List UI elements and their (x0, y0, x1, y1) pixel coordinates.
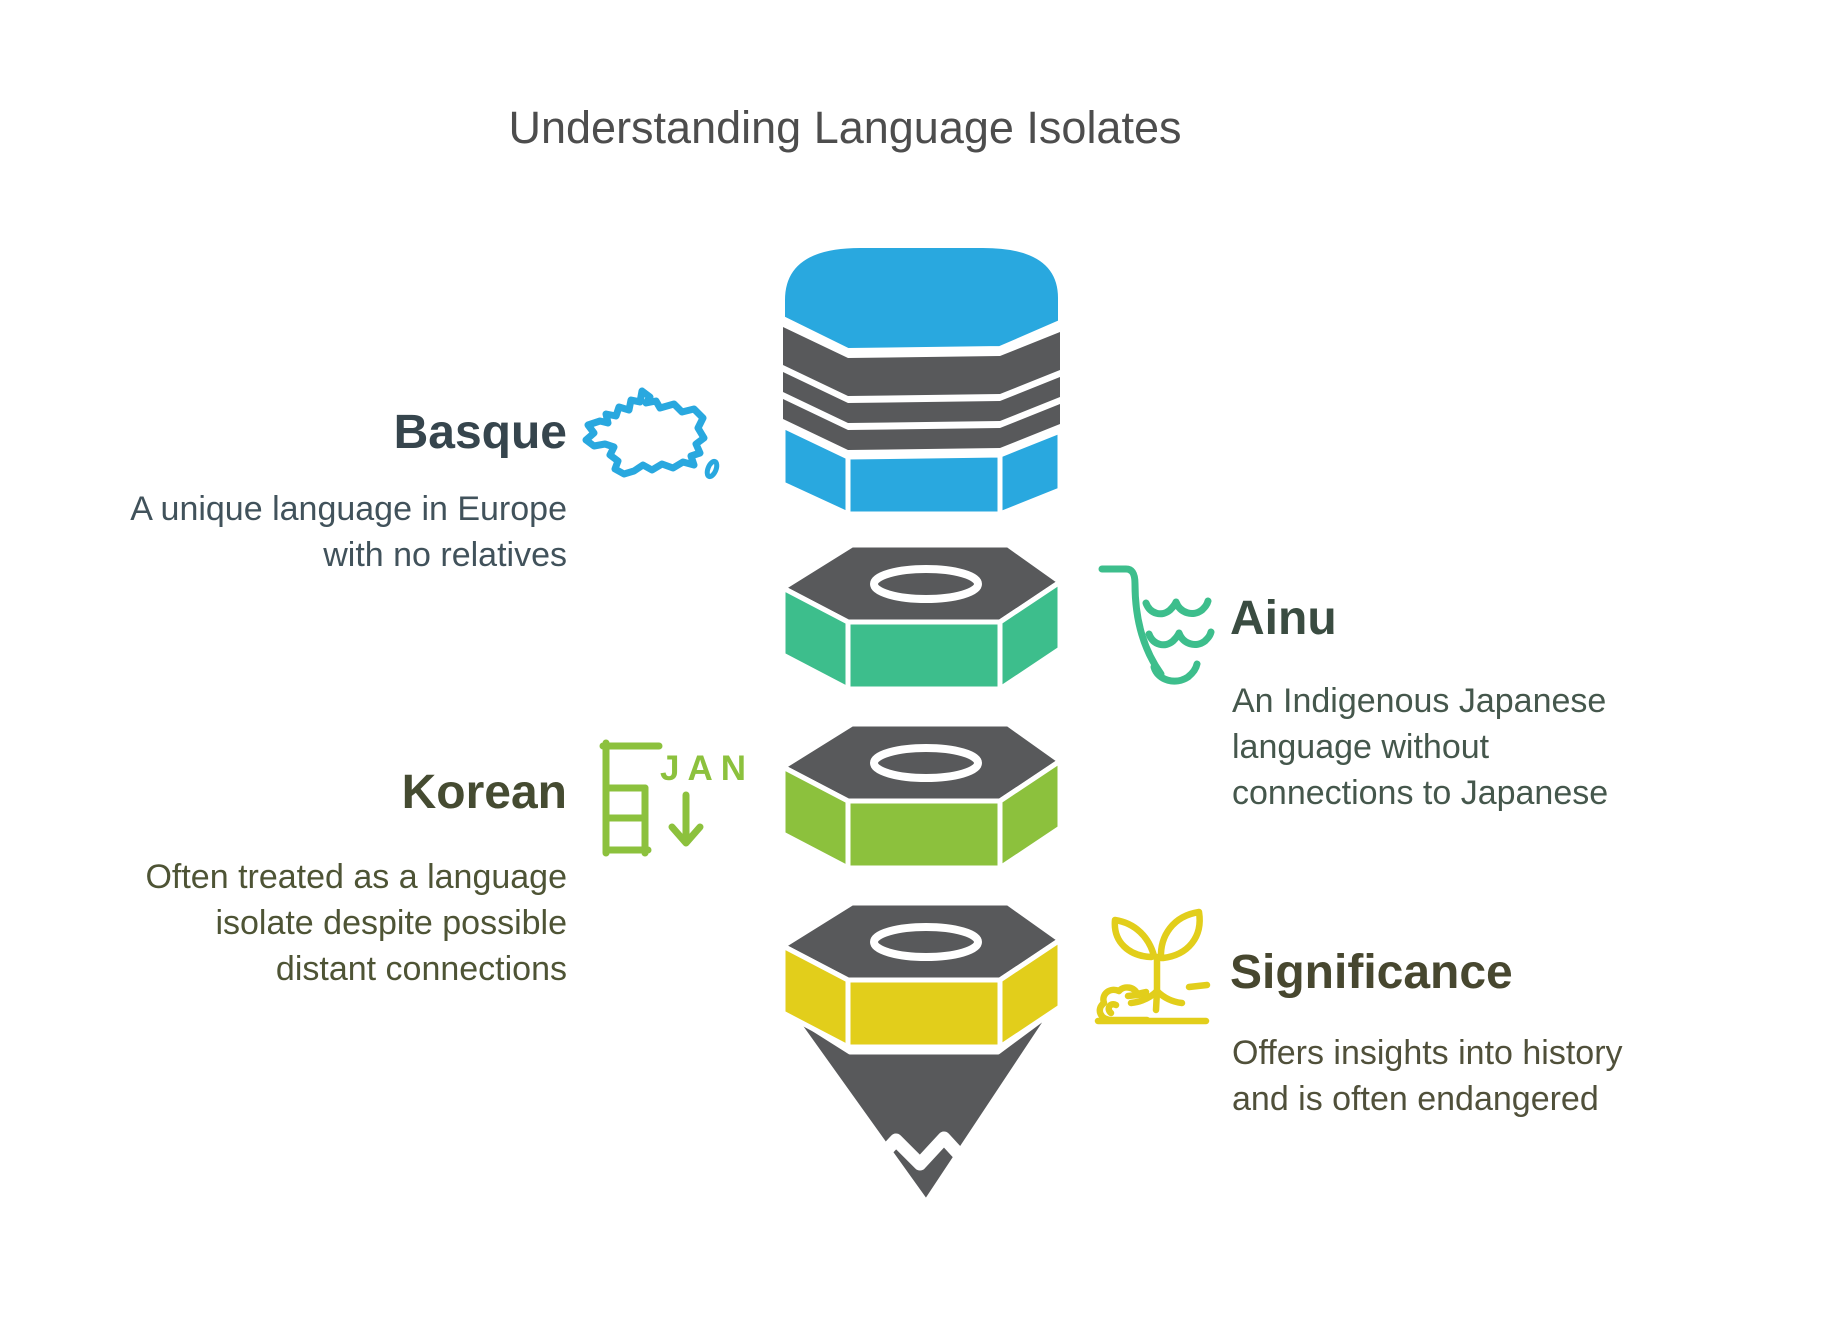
soil-dash (1185, 981, 1211, 991)
description-line: language without (1232, 728, 1490, 766)
segment-right-face (997, 758, 1063, 871)
significance-description: Offers insights into history and is ofte… (1232, 1030, 1623, 1122)
page-title: Understanding Language Isolates (508, 102, 1182, 153)
sprout-root (1153, 987, 1186, 1007)
korean-heading: Korean (401, 766, 567, 819)
ainu-description: An Indigenous Japanese language without … (1232, 678, 1608, 816)
calendar-jan-icon: JAN (599, 739, 754, 857)
funnel-segment-korean (780, 721, 1063, 871)
france-map-icon (582, 387, 720, 480)
basque-heading: Basque (393, 406, 567, 459)
soil-clump-outline (1096, 984, 1151, 1024)
korean-description: Often treated as a language isolate desp… (145, 854, 567, 992)
description-line: Offers insights into history (1232, 1034, 1623, 1072)
france-outline (582, 387, 708, 478)
pencil-tip-zigzag (865, 1131, 973, 1173)
description-line: connections to Japanese (1232, 774, 1609, 812)
down-arrow-head (668, 823, 704, 847)
description-line: distant connections (275, 950, 567, 988)
basque-description: A unique language in Europe with no rela… (130, 486, 567, 578)
description-line: An Indigenous Japanese (1232, 682, 1607, 720)
segment-hole-ellipse (870, 565, 982, 603)
sprout-root (1152, 987, 1161, 1014)
sprout-right-leaf (1157, 908, 1203, 962)
calendar-month-label: JAN (660, 749, 754, 788)
pencil-ferrule-band (783, 327, 1060, 396)
segment-right-face (997, 428, 1063, 517)
coast-waves-icon (1098, 565, 1215, 685)
coastline-curve (1098, 565, 1165, 678)
description-line: A unique language in Europe (130, 490, 567, 528)
significance-heading: Significance (1230, 946, 1513, 999)
segment-front-face (845, 619, 1003, 692)
corsica-dot (704, 458, 720, 480)
description-line: and is often endangered (1232, 1080, 1599, 1118)
description-line: Often treated as a language (145, 858, 567, 896)
sprout-left-leaf (1111, 916, 1158, 961)
description-line: isolate despite possible (215, 904, 567, 942)
ainu-heading: Ainu (1230, 592, 1337, 645)
segment-hole-ellipse (870, 923, 982, 961)
sprout-soil-icon (1094, 908, 1211, 1025)
segment-front-face (845, 977, 1003, 1050)
pencil-ferrule-band (783, 372, 1060, 423)
segment-right-face (997, 579, 1063, 692)
wave-line (1142, 597, 1212, 618)
description-line: with no relatives (323, 536, 567, 574)
funnel-segment-basque (780, 244, 1063, 517)
funnel-segment-ainu (780, 542, 1063, 692)
segment-front-face (845, 798, 1003, 871)
segment-right-face (997, 937, 1063, 1050)
wave-line (1150, 660, 1201, 685)
segment-hole-ellipse (870, 744, 982, 782)
segment-front-face (845, 452, 1003, 517)
pencil-ferrule-band (783, 399, 1060, 450)
pencil-eraser-cap (781, 244, 1062, 352)
soil-curl (1105, 1001, 1120, 1017)
funnel-segment-significance (780, 900, 1063, 1050)
wave-line (1145, 628, 1215, 649)
